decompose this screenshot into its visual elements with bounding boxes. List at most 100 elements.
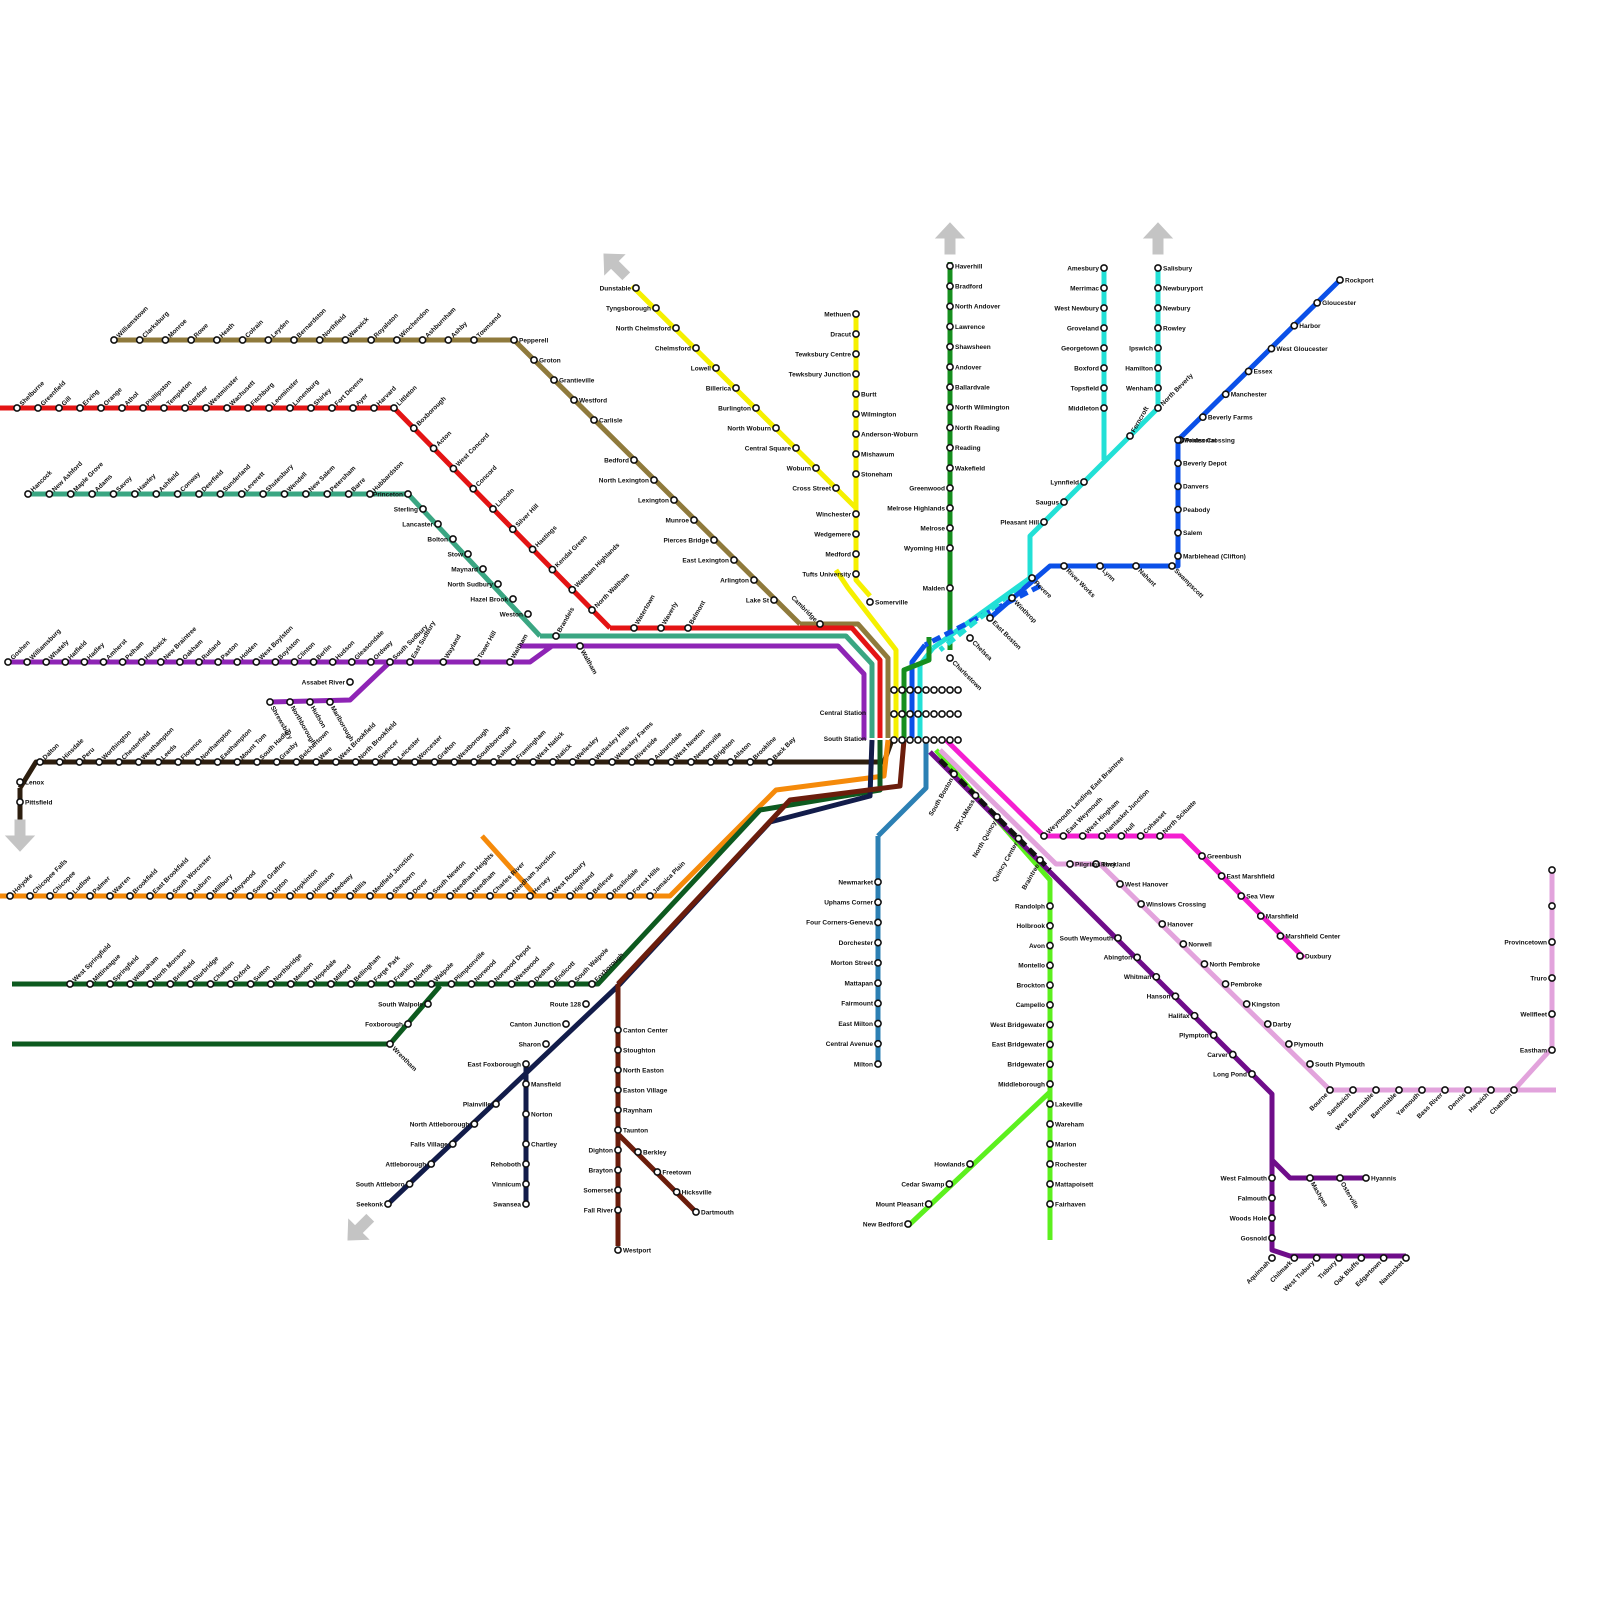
station-marker[interactable] <box>853 351 859 357</box>
station-marker[interactable] <box>407 659 413 665</box>
station-marker[interactable] <box>447 893 453 899</box>
station-marker[interactable] <box>751 577 757 583</box>
station-marker[interactable] <box>107 981 113 987</box>
station-marker[interactable] <box>56 405 62 411</box>
station-marker[interactable] <box>853 411 859 417</box>
station-marker[interactable] <box>1138 901 1144 907</box>
station-marker[interactable] <box>1222 981 1228 987</box>
station-marker[interactable] <box>907 711 913 717</box>
station-marker[interactable] <box>372 759 378 765</box>
station-marker[interactable] <box>923 687 929 693</box>
station-marker[interactable] <box>1101 385 1107 391</box>
station-marker[interactable] <box>674 1189 680 1195</box>
station-marker[interactable] <box>317 337 323 343</box>
station-marker[interactable] <box>1155 325 1161 331</box>
station-marker[interactable] <box>899 711 905 717</box>
station-marker[interactable] <box>615 1247 621 1253</box>
station-marker[interactable] <box>891 737 897 743</box>
station-marker[interactable] <box>955 737 961 743</box>
station-marker[interactable] <box>214 759 220 765</box>
station-marker[interactable] <box>853 571 859 577</box>
station-marker[interactable] <box>313 759 319 765</box>
station-marker[interactable] <box>946 1181 952 1187</box>
station-marker[interactable] <box>587 893 593 899</box>
station-marker[interactable] <box>615 1087 621 1093</box>
station-marker[interactable] <box>633 285 639 291</box>
station-marker[interactable] <box>67 981 73 987</box>
station-marker[interactable] <box>1327 1087 1333 1093</box>
station-marker[interactable] <box>116 759 122 765</box>
station-marker[interactable] <box>140 405 146 411</box>
station-marker[interactable] <box>139 659 145 665</box>
station-marker[interactable] <box>333 759 339 765</box>
station-marker[interactable] <box>629 759 635 765</box>
station-marker[interactable] <box>346 491 352 497</box>
station-marker[interactable] <box>431 759 437 765</box>
station-marker[interactable] <box>867 599 873 605</box>
station-marker[interactable] <box>450 466 456 472</box>
station-marker[interactable] <box>577 643 583 649</box>
station-marker[interactable] <box>1047 1121 1053 1127</box>
station-marker[interactable] <box>907 737 913 743</box>
station-marker[interactable] <box>1291 323 1297 329</box>
station-marker[interactable] <box>647 893 653 899</box>
station-marker[interactable] <box>87 893 93 899</box>
station-marker[interactable] <box>615 1107 621 1113</box>
station-marker[interactable] <box>1101 265 1107 271</box>
station-marker[interactable] <box>615 1047 621 1053</box>
station-marker[interactable] <box>853 471 859 477</box>
station-marker[interactable] <box>589 981 595 987</box>
station-marker[interactable] <box>1549 1011 1555 1017</box>
station-marker[interactable] <box>1015 835 1021 841</box>
station-marker[interactable] <box>14 405 20 411</box>
station-marker[interactable] <box>1549 1047 1555 1053</box>
station-marker[interactable] <box>272 659 278 665</box>
station-marker[interactable] <box>875 1000 881 1006</box>
station-marker[interactable] <box>931 711 937 717</box>
station-marker[interactable] <box>583 1001 589 1007</box>
station-marker[interactable] <box>853 391 859 397</box>
station-marker[interactable] <box>291 659 297 665</box>
station-marker[interactable] <box>875 879 881 885</box>
station-marker[interactable] <box>311 659 317 665</box>
station-marker[interactable] <box>24 659 30 665</box>
station-marker[interactable] <box>553 633 559 639</box>
station-marker[interactable] <box>1138 833 1144 839</box>
station-marker[interactable] <box>915 737 921 743</box>
station-marker[interactable] <box>510 526 516 532</box>
station-marker[interactable] <box>1041 519 1047 525</box>
station-marker[interactable] <box>947 711 953 717</box>
station-marker[interactable] <box>77 405 83 411</box>
station-marker[interactable] <box>155 759 161 765</box>
station-marker[interactable] <box>1118 833 1124 839</box>
station-marker[interactable] <box>853 431 859 437</box>
station-marker[interactable] <box>589 607 595 613</box>
station-marker[interactable] <box>368 337 374 343</box>
station-marker[interactable] <box>329 405 335 411</box>
station-marker[interactable] <box>175 759 181 765</box>
station-marker[interactable] <box>1549 903 1555 909</box>
station-marker[interactable] <box>615 1147 621 1153</box>
station-marker[interactable] <box>195 759 201 765</box>
station-marker[interactable] <box>1350 1087 1356 1093</box>
station-marker[interactable] <box>1230 1051 1236 1057</box>
station-marker[interactable] <box>947 465 953 471</box>
station-marker[interactable] <box>530 759 536 765</box>
station-marker[interactable] <box>875 899 881 905</box>
station-marker[interactable] <box>274 759 280 765</box>
station-marker[interactable] <box>550 759 556 765</box>
station-marker[interactable] <box>947 404 953 410</box>
station-marker[interactable] <box>653 305 659 311</box>
station-marker[interactable] <box>708 759 714 765</box>
station-marker[interactable] <box>1101 285 1107 291</box>
station-marker[interactable] <box>307 699 313 705</box>
station-marker[interactable] <box>529 981 535 987</box>
station-marker[interactable] <box>1047 942 1053 948</box>
station-marker[interactable] <box>1297 953 1303 959</box>
station-marker[interactable] <box>367 893 373 899</box>
station-marker[interactable] <box>1047 1161 1053 1167</box>
station-marker[interactable] <box>328 981 334 987</box>
station-marker[interactable] <box>947 545 953 551</box>
station-marker[interactable] <box>387 893 393 899</box>
station-marker[interactable] <box>153 491 159 497</box>
